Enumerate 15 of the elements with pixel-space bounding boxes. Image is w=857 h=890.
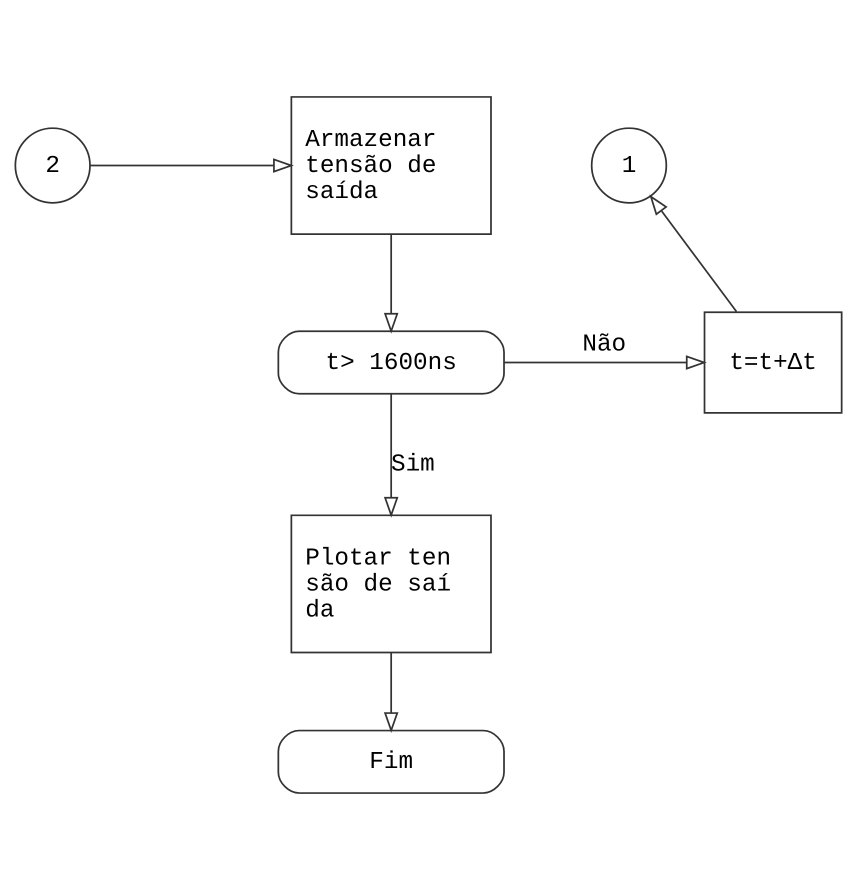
node-circle: 2 [14,127,91,204]
arrow [649,194,738,312]
node-box: t> 1600ns [277,330,505,395]
edge-label: Não [582,332,626,359]
edge-label: Sim [391,452,435,479]
arrow [504,355,707,370]
arrow [384,234,398,334]
arrow [90,158,294,173]
node-box: Fim [277,730,505,794]
arrow [384,652,398,734]
node-box: Plotar ten são de saí da [290,514,492,654]
node-box: t=t+Δt [704,311,843,414]
node-box: Armazenar tensão de saída [290,96,492,235]
arrow [384,394,398,518]
node-circle: 1 [590,127,668,204]
